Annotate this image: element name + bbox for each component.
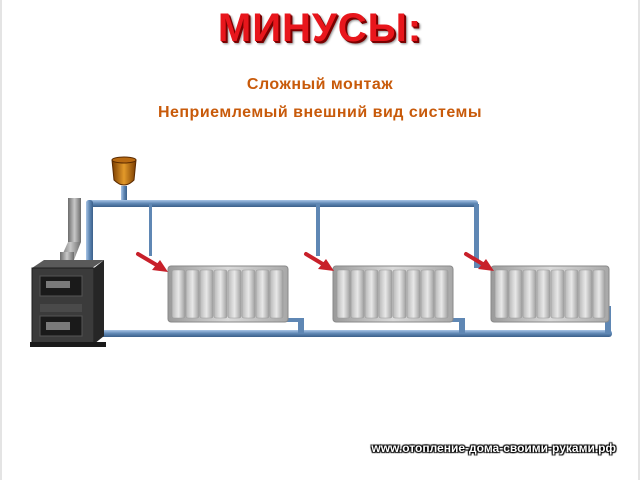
radiator-1 [167,265,289,323]
chimney-icon [60,198,81,266]
slide-title: МИНУСЫ: [217,6,423,50]
flow-arrow-3 [464,252,494,271]
boiler-icon [30,260,106,347]
con-item-2: Неприемлемый внешний вид системы [157,104,483,121]
con-item-1: Сложный монтаж [246,76,394,93]
flow-arrow-1 [136,252,168,272]
flow-arrow-2 [304,252,334,271]
radiator-3 [490,265,610,323]
supply-pipe [86,200,488,270]
expansion-tank-icon [111,156,137,200]
radiator-2 [332,265,454,323]
watermark-url: www.отопление-дома-своими-руками.рф [371,441,616,455]
